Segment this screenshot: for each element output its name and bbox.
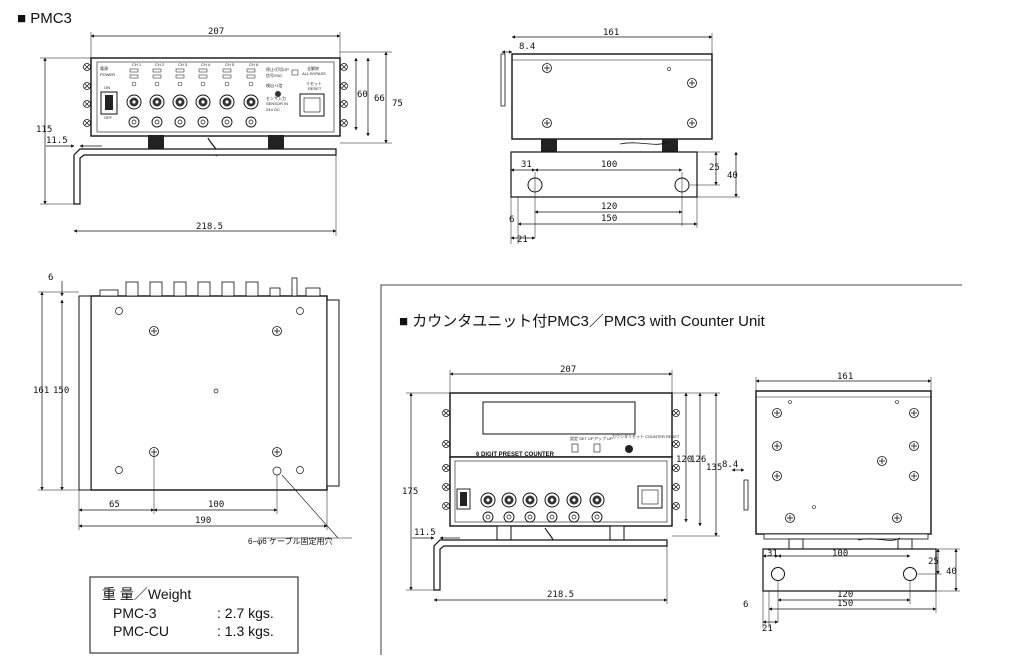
channel-column-1: CH 1 [126,62,142,128]
side-dim-25: 25 [709,163,720,173]
cs-dim-161: 161 [837,372,853,382]
foot-left [148,135,164,152]
side-dim-8-4: 8.4 [519,42,535,52]
weight-title: 重 量／Weight [102,586,191,602]
channel-label: CH 3 [178,62,188,67]
channel-column-3: CH 3 [172,62,188,128]
row-label-signal: 信号/SIG [266,72,282,78]
side-dim-161: 161 [603,28,619,38]
counter-btn-reset: カウンタリセット COUNTER RESET [612,433,680,439]
switch-off-label: OFF [104,115,113,120]
dim-11-5: 11.5 [46,136,68,146]
cs-dim-150: 150 [837,599,853,609]
cs-dim-100: 100 [832,549,848,559]
side-dim-120: 120 [601,202,617,212]
title-counter: ■ カウンタユニット付PMC3／PMC3 with Counter Unit [399,313,766,330]
switch-on-label: ON [104,85,110,90]
reset-button [299,93,325,117]
title-pmc3: ■ PMC3 [17,10,72,27]
side-dim-40: 40 [727,171,738,181]
weight-model-pmc3: PMC-3 [113,605,157,621]
cf-dim-120: 120 [676,455,692,465]
power-switch-rocker [105,95,113,110]
front-view: 電源 POWER ON OFF CH 1 CH 2 CH 3 [36,27,403,236]
side-dim-6: 6 [509,215,514,225]
side-base-plate [510,151,698,198]
counter-btn-setup: 設定 SET UP [570,435,594,441]
top-dim-161: 161 [33,386,49,396]
foot-right [268,135,284,152]
top-dim-6: 6 [48,273,53,283]
cs-dim-31: 31 [767,549,778,559]
counter-side-view: 161 8.4 31 100 25 40 120 150 6 21 [722,372,960,634]
weight-box: 重 量／Weight PMC-3 : 2.7 kgs. PMC-CU : 1.3… [89,576,299,654]
top-dim-65: 65 [109,500,120,510]
side-dim-100: 100 [601,160,617,170]
voltage-label: 24V DC [266,107,280,112]
row-label-detect: 検出+1信 [266,82,283,88]
side-dim-150: 150 [601,214,617,224]
weight-model-pmccu: PMC-CU [113,623,169,639]
power-label: POWER [100,72,115,77]
dim-115: 115 [36,125,52,135]
bypass-led [291,69,299,76]
channel-column-2: CH 2 [149,62,165,128]
reset-label-jp: リセット [306,81,322,86]
cf-dim-126: 126 [690,455,706,465]
power-label-jp: 電源 [100,65,108,71]
reset-label: RESET [308,86,322,91]
cf-dim-175: 175 [402,487,418,497]
cs-dim-120: 120 [837,590,853,600]
cs-dim-40: 40 [946,567,957,577]
top-dim-190: 190 [195,516,211,526]
mounting-bracket [73,148,337,205]
row-label-stop: 停止/打切OP [266,66,289,72]
cf-dim-207: 207 [560,365,576,375]
cs-dim-25: 25 [928,557,939,567]
weight-value-pmc3: : 2.7 kgs. [217,605,274,621]
dim-66: 66 [374,94,385,104]
channel-column-4: CH 4 [195,62,211,128]
side-view: 161 8.4 31 100 25 40 120 150 6 21 [500,28,740,245]
cf-dim-135: 135 [706,463,722,473]
section-frame [380,284,962,655]
cs-dim-21: 21 [762,624,773,634]
counter-display [482,401,636,435]
top-dim-150: 150 [53,386,69,396]
counter-label: 6 DIGIT PRESET COUNTER [476,452,555,458]
channel-label: CH 4 [201,62,211,67]
counter-front-view: 6 DIGIT PRESET COUNTER 設定 SET UP アップ UP … [402,365,722,604]
bypass-label-jp: 全解除 [307,65,319,71]
side-dim-31: 31 [521,160,532,170]
channel-label: CH 6 [249,62,259,67]
hole-note: 6−φ6 ケーブル固定用穴 [248,536,333,546]
dim-218-5: 218.5 [196,222,223,232]
bypass-label: ALL BYPASS [302,71,326,76]
connector-row [99,277,321,297]
trimmer [275,91,281,97]
weight-value-pmccu: : 1.3 kgs. [217,623,274,639]
dim-60: 60 [357,90,368,100]
cs-dim-8-4: 8.4 [722,460,738,470]
top-dim-100: 100 [208,500,224,510]
dim-207: 207 [208,27,224,37]
dim-75: 75 [392,99,403,109]
channel-column-6: CH 6 [243,62,259,128]
counter-btn-up: アップ UP [594,435,613,441]
channel-column-5: CH 5 [219,62,235,128]
channel-label: CH 1 [132,62,142,67]
row-label-sensor-jp: センサ入力 [266,95,286,101]
cf-dim-218-5: 218.5 [547,590,574,600]
cs-dim-6: 6 [743,600,748,610]
channel-label: CH 2 [155,62,165,67]
channel-label: CH 5 [225,62,235,67]
side-dim-21: 21 [517,235,528,245]
top-view: 6 161 150 65 100 190 6−φ6 ケーブル固定用穴 [33,273,352,546]
row-label-sensor: SENSOR IN [266,101,288,106]
cf-dim-11-5: 11.5 [414,528,436,538]
